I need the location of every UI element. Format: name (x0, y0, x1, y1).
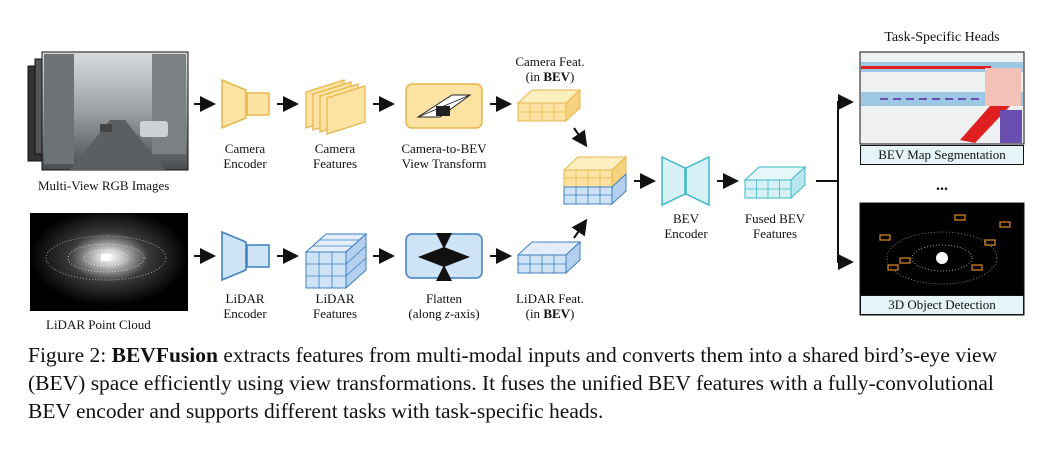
lidar-encoder-line2: Encoder (223, 306, 267, 321)
camera-features-label: Camera Features (300, 141, 370, 171)
lidar-encoder-shape (221, 230, 270, 282)
lidar-bev-feat-line1: LiDAR Feat. (516, 291, 584, 306)
rgb-images-label: Multi-View RGB Images (38, 178, 170, 193)
camera-bev-feature-shape (516, 88, 582, 123)
lidar-encoder-line1: LiDAR (225, 291, 265, 306)
caption-body: extracts features from multi-modal input… (28, 343, 998, 423)
map-seg-label: BEV Map Segmentation (860, 145, 1024, 165)
flatten-box (405, 233, 483, 281)
view-transform-label: Camera-to-BEV View Transform (390, 141, 498, 171)
lidar-encoder-label: LiDAR Encoder (212, 291, 278, 321)
concatenated-bev-block (562, 155, 628, 206)
camera-encoder-line1: Camera (224, 141, 266, 156)
bevfusion-diagram (27, 51, 1025, 316)
heads-ellipsis: ... (936, 177, 948, 194)
lidar-features-line1: LiDAR (315, 291, 355, 306)
figure-caption: Figure 2: BEVFusion extracts features fr… (28, 341, 1038, 425)
view-transform-line2: View Transform (401, 156, 487, 171)
view-transform-box (405, 83, 483, 129)
camera-features-line1: Camera (314, 141, 356, 156)
arrow-to-det-head (837, 181, 854, 270)
arrow-camera-bev-to-concat (571, 127, 588, 148)
arrow-to-map-head (816, 94, 854, 182)
lidar-bev-feat-line2: (in BEV) (525, 306, 575, 321)
camera-encoder-line2: Encoder (223, 156, 267, 171)
lidar-voxel-features-shape (304, 232, 368, 290)
flatten-line1: Flatten (425, 291, 463, 306)
bev-encoder-line1: BEV (673, 211, 699, 226)
task-heads-title: Task-Specific Heads (884, 30, 1000, 45)
camera-features-line2: Features (312, 156, 358, 171)
rgb-images-stack (27, 51, 189, 171)
fused-bev-label: Fused BEV Features (732, 211, 818, 241)
camera-bev-feat-label: Camera Feat. (in BEV) (505, 54, 595, 84)
camera-features-shape (305, 79, 366, 135)
fused-bev-feature-shape (743, 165, 807, 200)
lidar-point-cloud-label: LiDAR Point Cloud (46, 317, 151, 332)
flatten-line2: (along z-axis) (408, 306, 480, 321)
view-transform-line1: Camera-to-BEV (401, 141, 487, 156)
lidar-bev-feature-shape (516, 240, 582, 275)
fused-bev-line2: Features (752, 226, 798, 241)
fused-bev-line1: Fused BEV (744, 211, 806, 226)
lidar-point-cloud-image (30, 213, 188, 311)
det3d-label: 3D Object Detection (860, 295, 1024, 315)
lidar-features-label: LiDAR Features (300, 291, 370, 321)
camera-encoder-label: Camera Encoder (212, 141, 278, 171)
flatten-label: Flatten (along z-axis) (390, 291, 498, 321)
camera-encoder-shape (221, 78, 270, 130)
lidar-bev-feat-label: LiDAR Feat. (in BEV) (505, 291, 595, 321)
bev-encoder-line2: Encoder (664, 226, 708, 241)
bev-encoder-label: BEV Encoder (650, 211, 722, 241)
caption-prefix: Figure 2: (28, 343, 112, 367)
camera-bev-feat-line1: Camera Feat. (515, 54, 585, 69)
caption-method-name: BEVFusion (111, 343, 218, 367)
arrow-lidar-bev-to-concat (571, 218, 588, 239)
lidar-features-line2: Features (312, 306, 358, 321)
map-segmentation-image (859, 51, 1025, 145)
camera-bev-feat-line2: (in BEV) (525, 69, 575, 84)
bev-encoder-shape (661, 155, 710, 207)
